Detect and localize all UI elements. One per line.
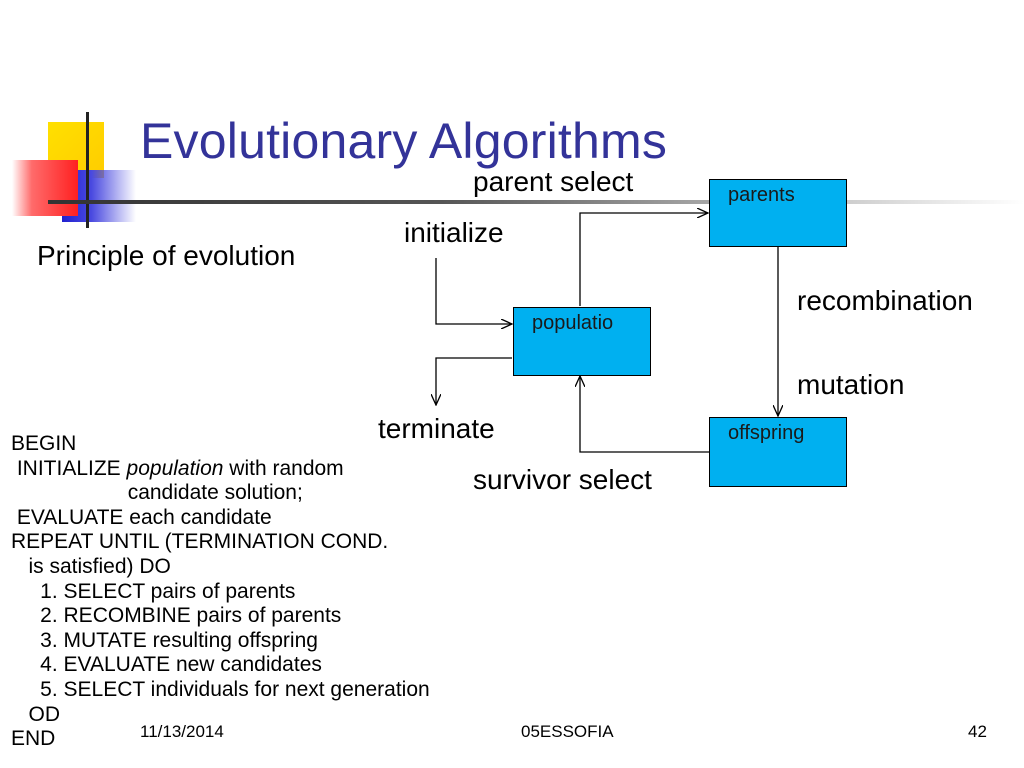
parents-box-label: parents bbox=[728, 184, 795, 206]
arrow-survivor-select bbox=[580, 376, 710, 453]
footer-page-number: 42 bbox=[968, 722, 987, 741]
slide-title: Evolutionary Algorithms bbox=[140, 113, 668, 169]
label-mutation: mutation bbox=[797, 369, 905, 400]
code-line: candidate solution; bbox=[11, 481, 303, 505]
code-line: is satisfied) DO bbox=[11, 554, 171, 578]
code-line: 4. EVALUATE new candidates bbox=[11, 653, 322, 677]
code-line: INITIALIZE population with random bbox=[11, 457, 430, 482]
code-line: EVALUATE each candidate bbox=[11, 505, 272, 529]
code-line: 5. SELECT individuals for next generatio… bbox=[11, 677, 430, 701]
footer-author: 05ESSOFIA bbox=[521, 722, 614, 741]
arrow-parent-select bbox=[579, 213, 708, 306]
code-line: END bbox=[11, 727, 56, 751]
code-line: OD bbox=[11, 702, 61, 726]
slide-subtitle: Principle of evolution bbox=[37, 240, 296, 271]
arrow-terminate bbox=[436, 357, 512, 405]
code-text: INITIALIZE bbox=[11, 456, 127, 480]
code-emphasis: population bbox=[126, 456, 224, 480]
pseudocode-block: BEGIN INITIALIZE population with random … bbox=[11, 432, 430, 752]
parents-box: parents bbox=[709, 179, 847, 247]
label-terminate: terminate bbox=[378, 413, 495, 444]
arrow-initialize bbox=[435, 258, 512, 324]
footer-date: 11/13/2014 bbox=[140, 722, 224, 741]
code-line: REPEAT UNTIL (TERMINATION COND. bbox=[11, 530, 389, 554]
decor-red-square bbox=[12, 160, 78, 216]
code-line: 3. MUTATE resulting offspring bbox=[11, 628, 318, 652]
code-line: 1. SELECT pairs of parents bbox=[11, 579, 296, 603]
decor-vertical-line bbox=[86, 112, 89, 228]
label-initialize: initialize bbox=[404, 217, 504, 248]
label-parent-select: parent select bbox=[473, 166, 634, 197]
offspring-box-label: offspring bbox=[728, 422, 805, 444]
population-box: populatio bbox=[513, 307, 651, 376]
label-recombination: recombination bbox=[797, 285, 973, 316]
offspring-box: offspring bbox=[709, 417, 847, 487]
population-box-label: populatio bbox=[532, 312, 614, 334]
code-line: BEGIN bbox=[11, 432, 77, 455]
code-line: 2. RECOMBINE pairs of parents bbox=[11, 604, 342, 628]
code-text: with random bbox=[223, 456, 344, 480]
title-underline bbox=[48, 200, 1024, 204]
label-survivor-select: survivor select bbox=[473, 464, 652, 495]
